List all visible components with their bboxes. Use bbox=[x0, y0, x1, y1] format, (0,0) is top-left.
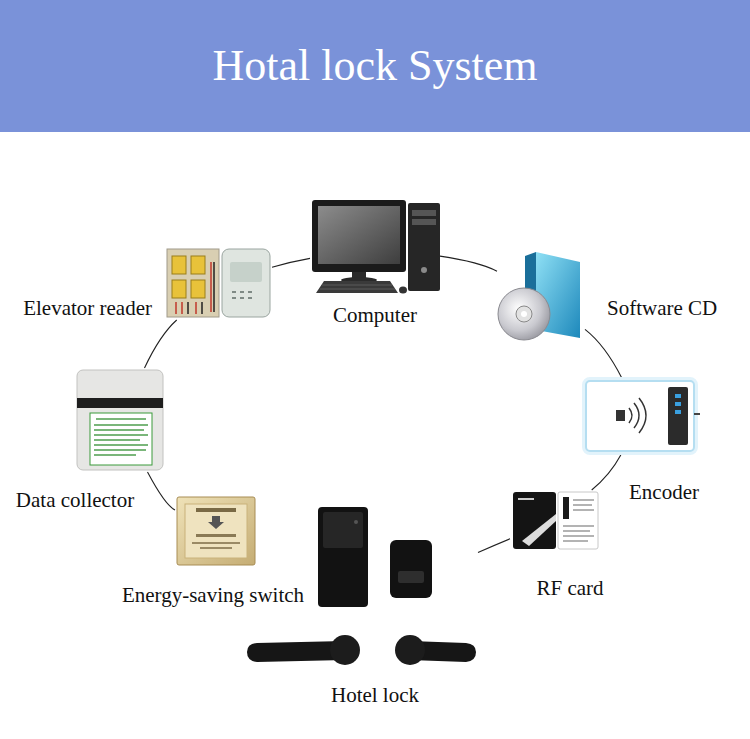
lock-body bbox=[318, 507, 368, 607]
relay-board bbox=[167, 249, 219, 317]
device-node: Encoder bbox=[583, 378, 700, 455]
wave-icon bbox=[629, 398, 646, 433]
card-print bbox=[563, 500, 594, 541]
arrow-icon bbox=[208, 516, 224, 529]
collector-stripe bbox=[77, 398, 163, 408]
reader-body bbox=[222, 249, 270, 317]
card-print bbox=[518, 498, 534, 500]
power-button bbox=[421, 267, 427, 273]
cd-hole bbox=[521, 311, 527, 317]
lock-led bbox=[354, 520, 358, 524]
software-cd-illustration bbox=[498, 252, 580, 340]
ring-connector bbox=[585, 329, 622, 378]
title-text: Hotal lock System bbox=[0, 38, 750, 94]
device-node: RF card bbox=[510, 490, 600, 550]
handle-rose bbox=[395, 635, 425, 665]
black-card bbox=[513, 492, 556, 549]
switch-print bbox=[196, 534, 236, 537]
relay bbox=[191, 280, 205, 298]
computer-illustration bbox=[312, 200, 440, 294]
handle-rose bbox=[330, 635, 360, 665]
device-node: Computer bbox=[310, 198, 440, 295]
device-node: Elevator reader bbox=[165, 245, 272, 320]
drive-bay bbox=[412, 219, 436, 225]
led bbox=[675, 402, 681, 406]
switch-face bbox=[185, 504, 247, 558]
reader-window bbox=[230, 262, 262, 282]
led bbox=[675, 394, 681, 398]
mouse bbox=[399, 287, 407, 294]
cd-disc bbox=[498, 288, 550, 340]
pc-tower bbox=[408, 203, 440, 291]
ring-connector bbox=[272, 258, 310, 267]
sticker-print bbox=[94, 419, 148, 455]
ring-connector bbox=[145, 320, 177, 368]
ring-connector bbox=[592, 455, 621, 490]
relay bbox=[172, 280, 186, 298]
card-stripe bbox=[522, 514, 556, 546]
title-band: Hotal lock System bbox=[0, 0, 750, 132]
white-card bbox=[558, 492, 598, 549]
switch-print bbox=[200, 547, 232, 549]
card-slot bbox=[196, 508, 236, 512]
device-label: Software CD bbox=[607, 296, 717, 320]
device-label: Hotel lock bbox=[331, 683, 419, 707]
elevator-reader-illustration bbox=[167, 249, 270, 317]
lock-panel bbox=[323, 512, 363, 548]
device-label: Data collector bbox=[16, 488, 134, 512]
collector-sticker bbox=[90, 413, 152, 465]
encoder-strip bbox=[668, 387, 688, 445]
lock-window bbox=[398, 571, 424, 583]
device-label: Encoder bbox=[629, 480, 699, 504]
relay bbox=[172, 256, 186, 274]
device-node: Energy-saving switch bbox=[175, 495, 256, 566]
drive-bay bbox=[412, 210, 436, 216]
reader-keys bbox=[232, 292, 252, 298]
lock-icon bbox=[563, 497, 569, 519]
led bbox=[675, 410, 681, 414]
device-label: RF card bbox=[536, 576, 603, 600]
rf-card-illustration bbox=[513, 492, 598, 549]
keyboard-keys bbox=[320, 285, 395, 289]
energy-switch-illustration bbox=[177, 497, 255, 565]
keyboard bbox=[316, 281, 398, 293]
ring-connector bbox=[478, 539, 510, 553]
data-collector-illustration bbox=[77, 370, 163, 470]
encoder-body bbox=[586, 381, 694, 451]
device-label: Computer bbox=[333, 303, 417, 327]
cd-hub bbox=[516, 306, 532, 322]
device-node: Hotel lock bbox=[316, 505, 478, 672]
screen bbox=[318, 206, 400, 264]
collector-body bbox=[77, 370, 163, 470]
device-node: Data collector bbox=[75, 368, 165, 472]
relay bbox=[191, 256, 205, 274]
switch-plate bbox=[177, 497, 255, 565]
ring-connector bbox=[440, 256, 497, 271]
lock-body bbox=[390, 540, 432, 598]
cable bbox=[694, 413, 700, 415]
wire bbox=[176, 262, 211, 314]
monitor bbox=[312, 200, 406, 272]
wire bbox=[188, 262, 214, 314]
device-label: Elevator reader bbox=[23, 296, 152, 320]
card-icon bbox=[616, 410, 625, 421]
switch-print bbox=[192, 542, 240, 544]
encoder-glow bbox=[585, 380, 695, 452]
encoder-illustration bbox=[585, 380, 700, 452]
ring-connector bbox=[148, 472, 176, 510]
device-node: Software CD bbox=[497, 250, 585, 340]
device-label: Energy-saving switch bbox=[122, 583, 304, 607]
